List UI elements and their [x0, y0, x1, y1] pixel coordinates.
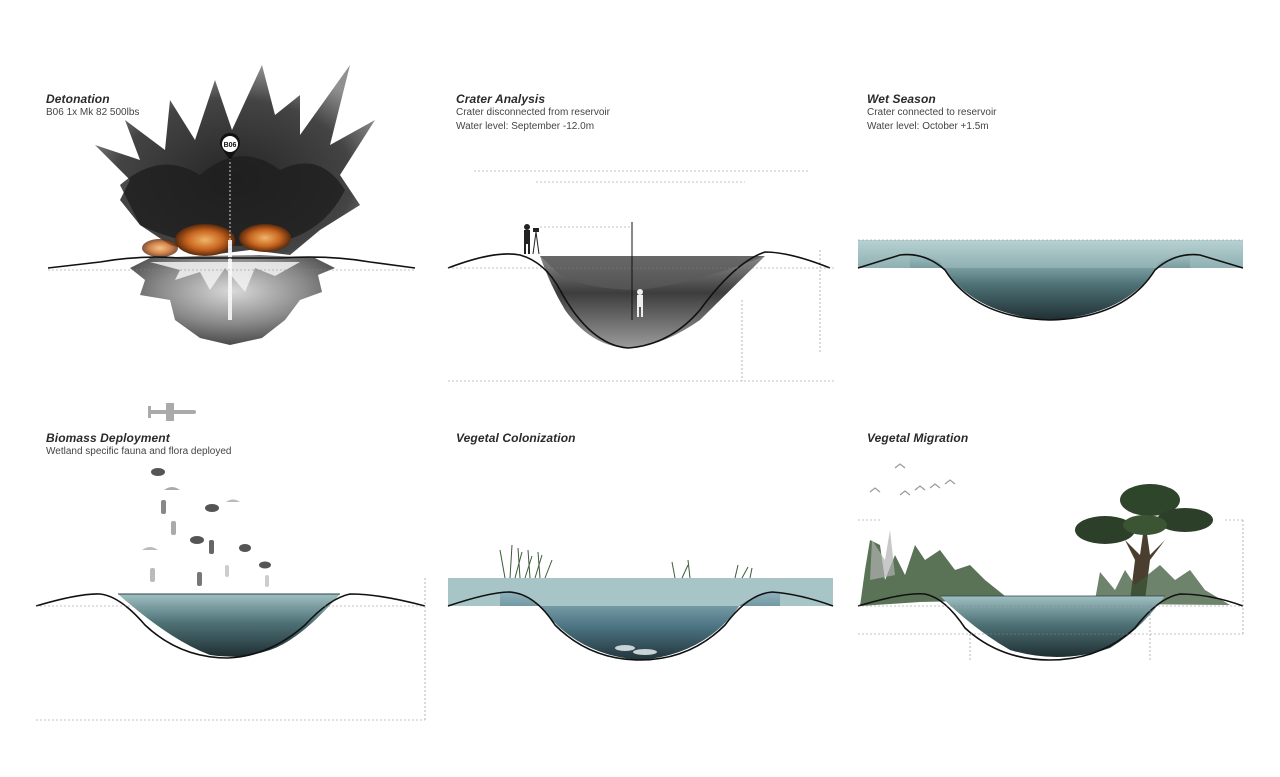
- panel-biomass-deployment: [35, 403, 426, 722]
- panel-vegetal-colonization: [447, 544, 834, 661]
- water-body: [910, 254, 1190, 320]
- caption-water-level: Water level: October +1.5m: [867, 121, 989, 132]
- ground-line: [857, 592, 1244, 661]
- caption-crater-analysis: Crater Analysis Crater disconnected from…: [456, 92, 610, 134]
- water-body: [118, 594, 340, 657]
- caption-wet-season: Wet Season Crater connected to reservoir…: [867, 92, 997, 134]
- tree-icon: [1075, 484, 1213, 600]
- vegetation-grass: [499, 544, 753, 579]
- water-body: [940, 596, 1165, 658]
- caption-subtitle: Crater disconnected from reservoir: [456, 107, 610, 118]
- bomb-marker: B06: [220, 132, 240, 160]
- caption-title: Vegetal Colonization: [456, 431, 576, 445]
- panel-vegetal-migration: [857, 463, 1244, 661]
- caption-detonation: Detonation B06 1x Mk 82 500lbs: [46, 92, 139, 120]
- water-body: [500, 592, 780, 660]
- falling-capsules: [142, 468, 271, 587]
- panel-wet-season: [857, 239, 1244, 321]
- explosion-smoke: [95, 65, 375, 255]
- birds-icon: [869, 463, 956, 496]
- panel-detonation: B06: [47, 65, 416, 345]
- airplane-icon: [148, 403, 196, 421]
- caption-biomass-deployment: Biomass Deployment Wetland specific faun…: [46, 431, 232, 459]
- explosion-fire: [142, 224, 291, 257]
- caption-title: Detonation: [46, 92, 110, 106]
- person-figure: [637, 289, 643, 317]
- caption-subtitle: Crater connected to reservoir: [867, 107, 997, 118]
- caption-title: Crater Analysis: [456, 92, 546, 106]
- ground-line: [447, 591, 834, 661]
- caption-vegetal-migration: Vegetal Migration: [867, 431, 968, 445]
- caption-water-level: Water level: September -12.0m: [456, 121, 595, 132]
- caption-title: Biomass Deployment: [46, 431, 170, 445]
- bomb-marker-label: B06: [224, 142, 237, 149]
- caption-title: Wet Season: [867, 92, 936, 106]
- caption-vegetal-colonization: Vegetal Colonization: [456, 431, 576, 445]
- fish-icon: [615, 645, 657, 655]
- ground-line: [857, 253, 1244, 321]
- panel-crater-analysis: [447, 170, 836, 382]
- surveyor-figure: [524, 224, 540, 255]
- caption-subtitle: B06 1x Mk 82 500lbs: [46, 107, 140, 118]
- caption-subtitle: Wetland specific fauna and flora deploye…: [46, 446, 232, 457]
- ground-line: [47, 256, 416, 269]
- ground-line: [35, 593, 426, 659]
- ground-line: [447, 251, 831, 349]
- caption-title: Vegetal Migration: [867, 431, 969, 445]
